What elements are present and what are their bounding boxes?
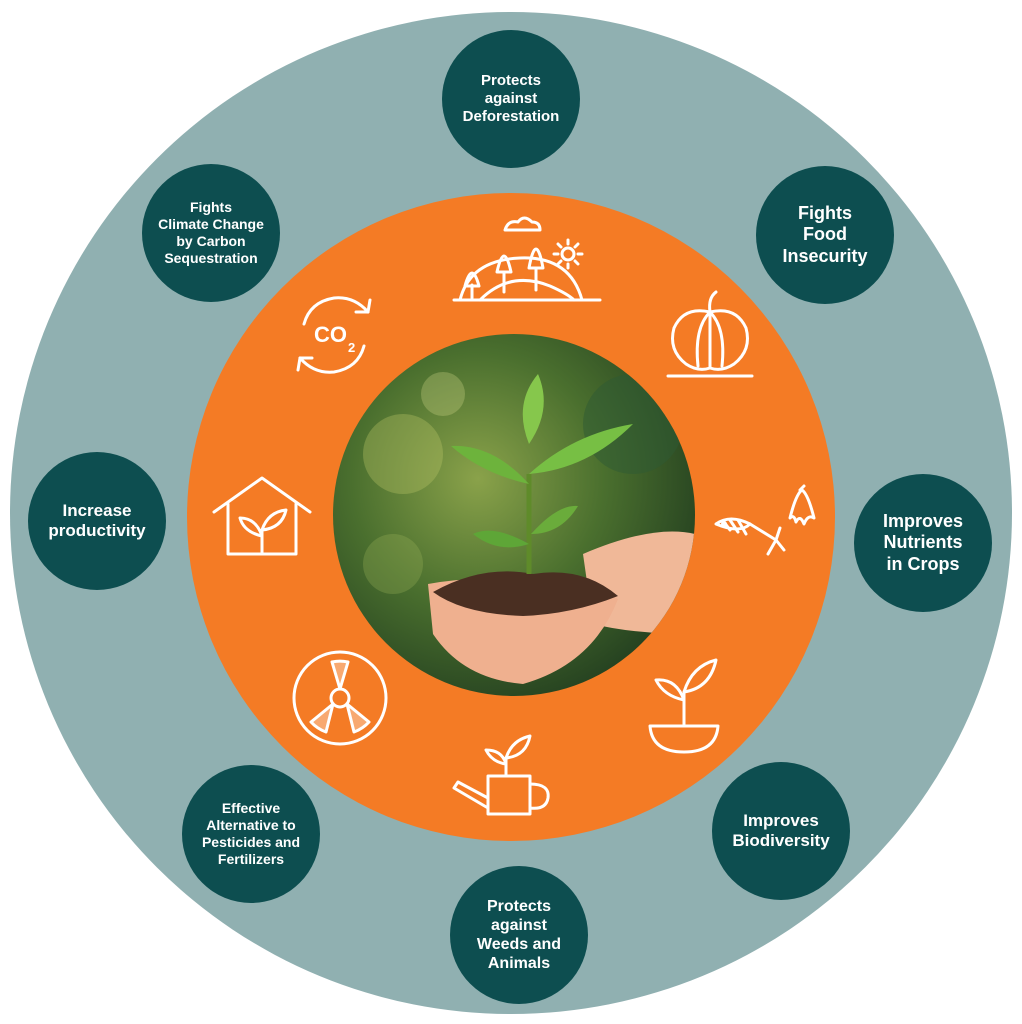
benefit-deforestation: Protects against Deforestation (442, 30, 580, 168)
benefit-climate-change: Fights Climate Change by Carbon Sequestr… (142, 164, 280, 302)
benefit-nutrients-label: Improves Nutrients in Crops (882, 510, 964, 574)
co2-subscript: 2 (348, 340, 355, 355)
co2-cycle-icon: CO 2 (286, 290, 382, 378)
benefit-food-insecurity-label: Fights Food Insecurity (782, 202, 868, 266)
benefit-pesticides: Effective Alternative to Pesticides and … (182, 765, 320, 903)
benefit-food-insecurity: Fights Food Insecurity (756, 166, 894, 304)
co2-label: CO (314, 322, 347, 347)
benefit-biodiversity-label: Improves Biodiversity (732, 810, 830, 850)
benefit-weeds-animals-label: Protects against Weeds and Animals (476, 897, 562, 973)
landscape-icon (450, 210, 604, 306)
greenhouse-icon (210, 474, 314, 558)
pumpkin-icon (664, 288, 756, 380)
benefit-productivity-label: Increase productivity (48, 500, 146, 540)
center-photo-seedling (333, 334, 695, 696)
benefit-pesticides-label: Effective Alternative to Pesticides and … (201, 800, 301, 867)
benefit-nutrients: Improves Nutrients in Crops (854, 474, 992, 612)
organic-waste-icon (710, 484, 822, 576)
benefit-deforestation-label: Protects against Deforestation (462, 72, 560, 125)
benefit-biodiversity: Improves Biodiversity (712, 762, 850, 900)
potted-plant-icon (646, 656, 722, 756)
benefit-climate-change-label: Fights Climate Change by Carbon Sequestr… (158, 199, 264, 266)
benefit-weeds-animals: Protects against Weeds and Animals (450, 866, 588, 1004)
watering-can-icon (450, 732, 554, 820)
radiation-icon (290, 648, 390, 748)
benefit-productivity: Increase productivity (28, 452, 166, 590)
